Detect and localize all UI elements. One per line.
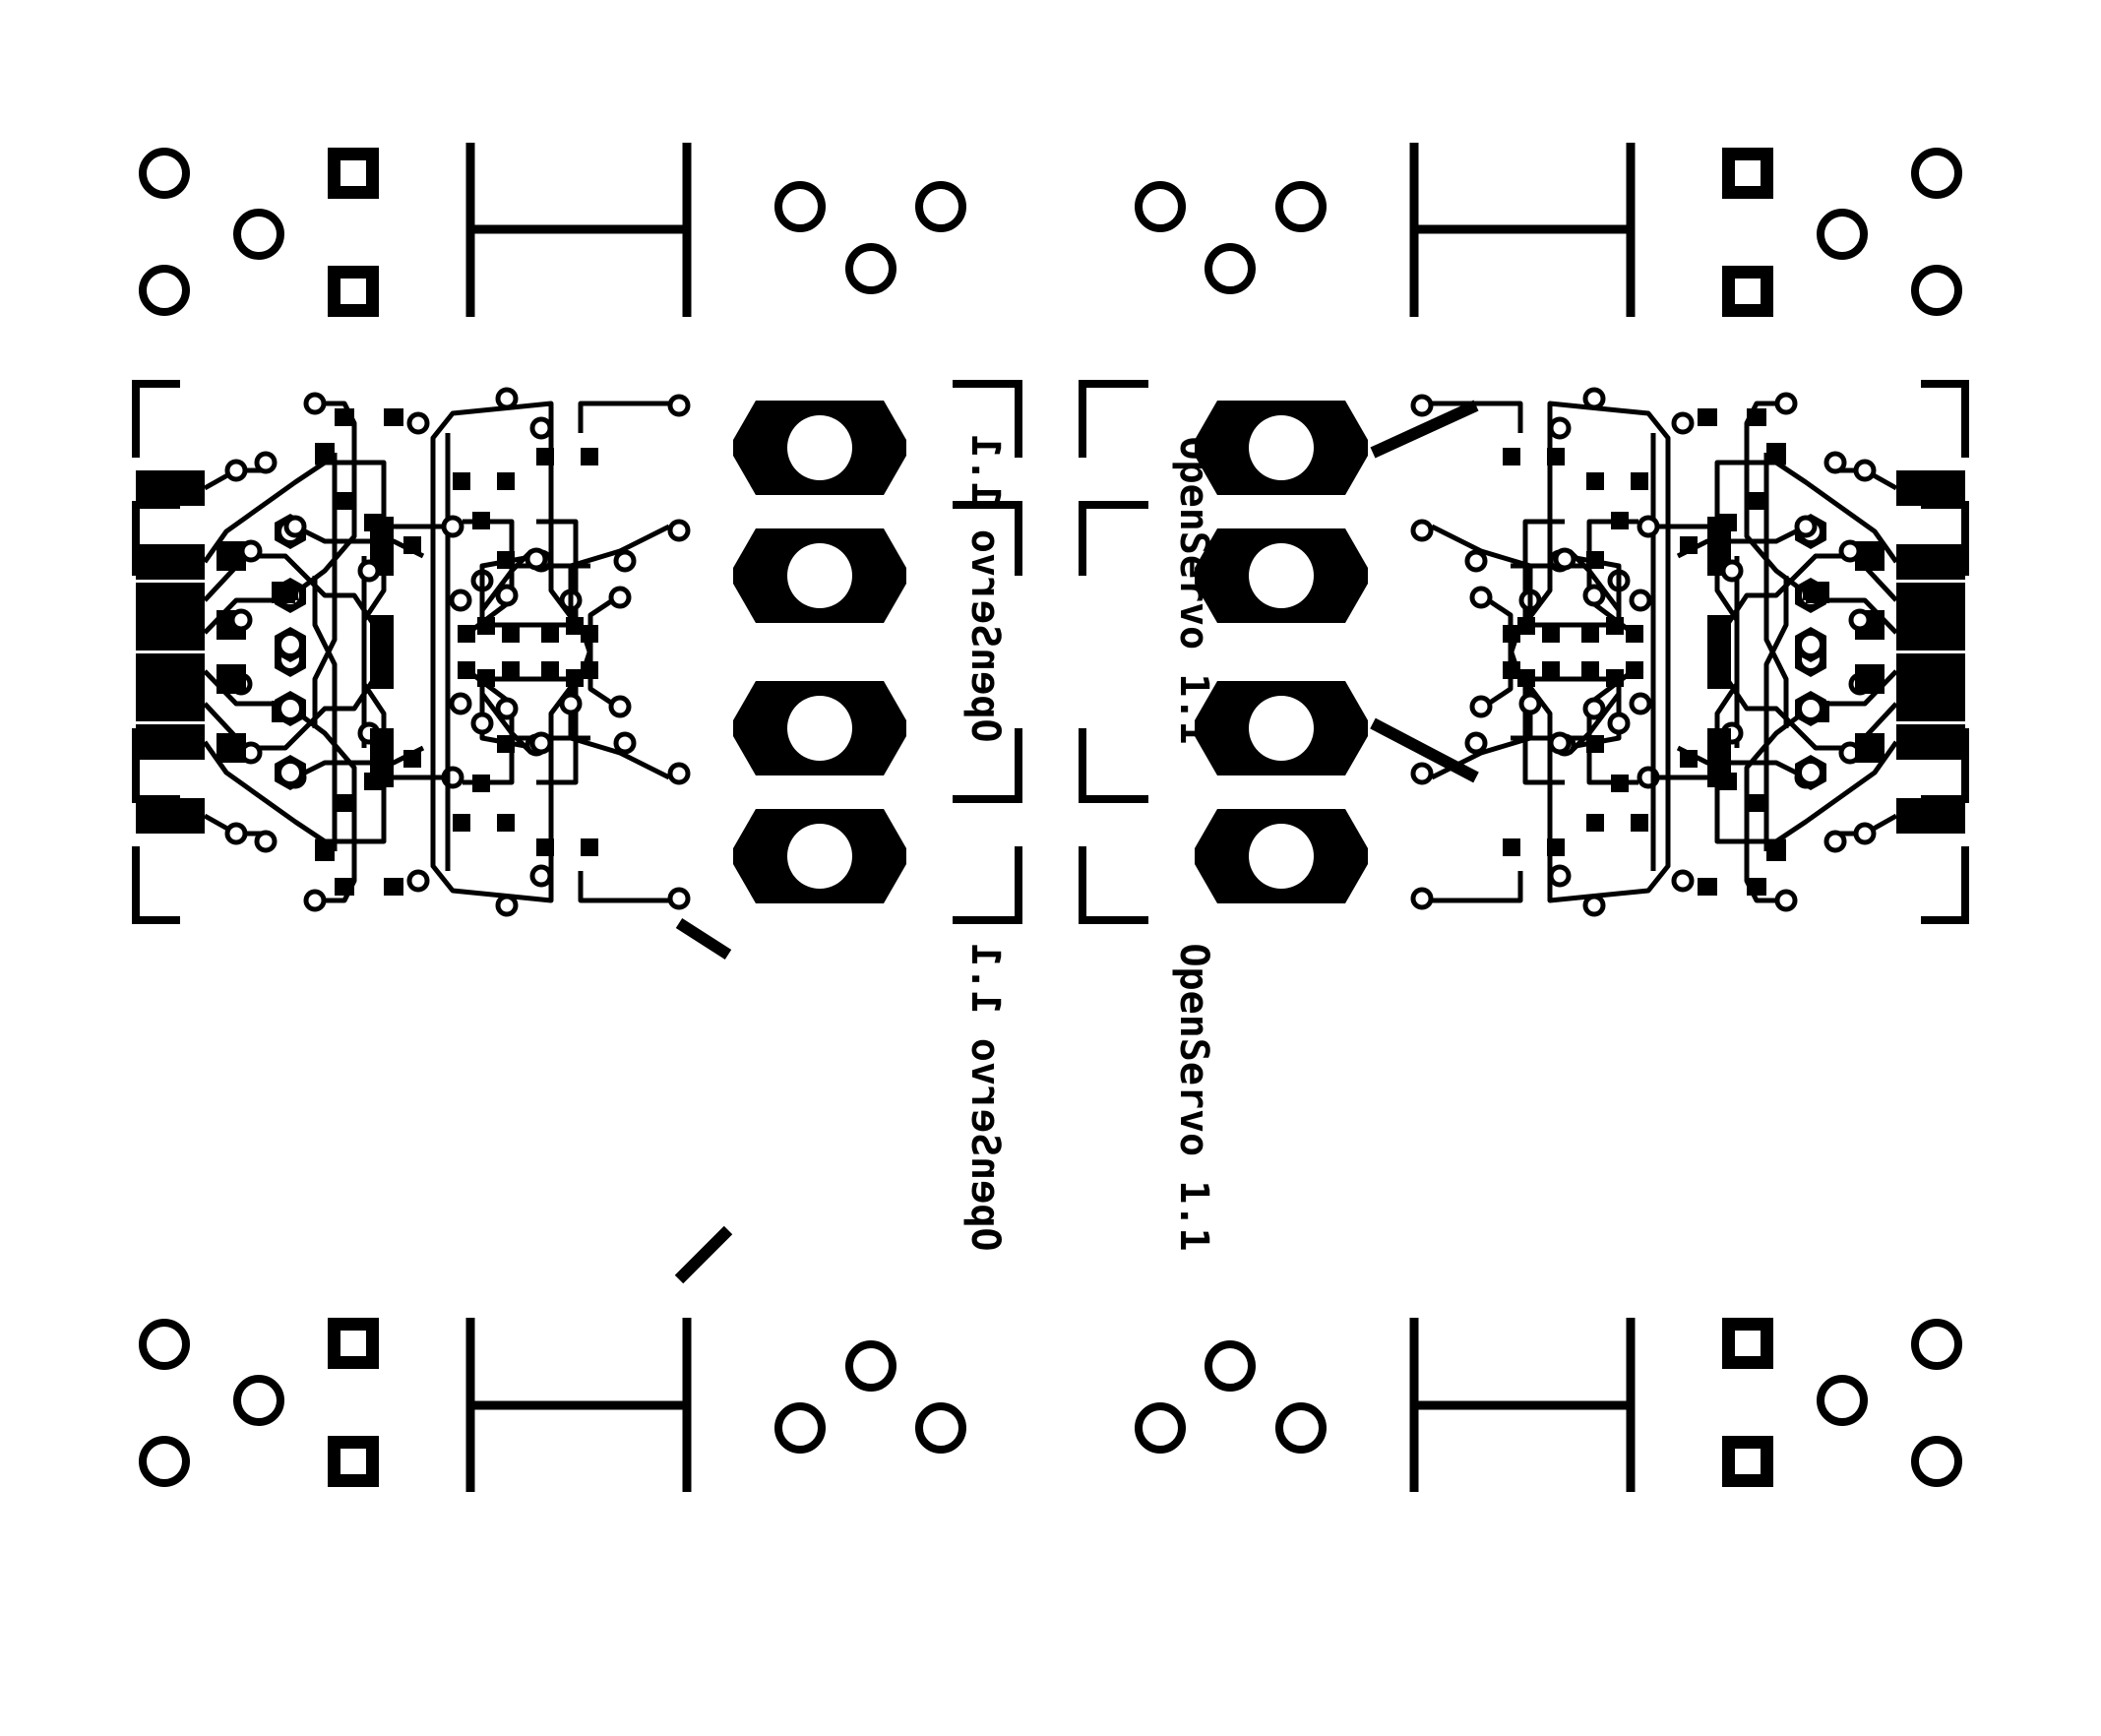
board-top-right [1082,384,1965,799]
top-right-connector-footprint [1139,143,1958,317]
bottom-left-connector-footprint [143,1318,962,1492]
board-bottom-left [136,505,1019,1284]
top-left-connector-footprint [143,143,962,317]
board-label-bottom-left: OpenServo 1.1 [962,943,1008,1251]
board-label-top-right: OpenServo 1.1 [1171,436,1216,744]
bottom-right-connector-footprint [1139,1318,1958,1492]
board-label-bottom-right: OpenServo 1.1 [1171,943,1216,1251]
board-label-top-left: OpenServo 1.1 [962,434,1008,742]
